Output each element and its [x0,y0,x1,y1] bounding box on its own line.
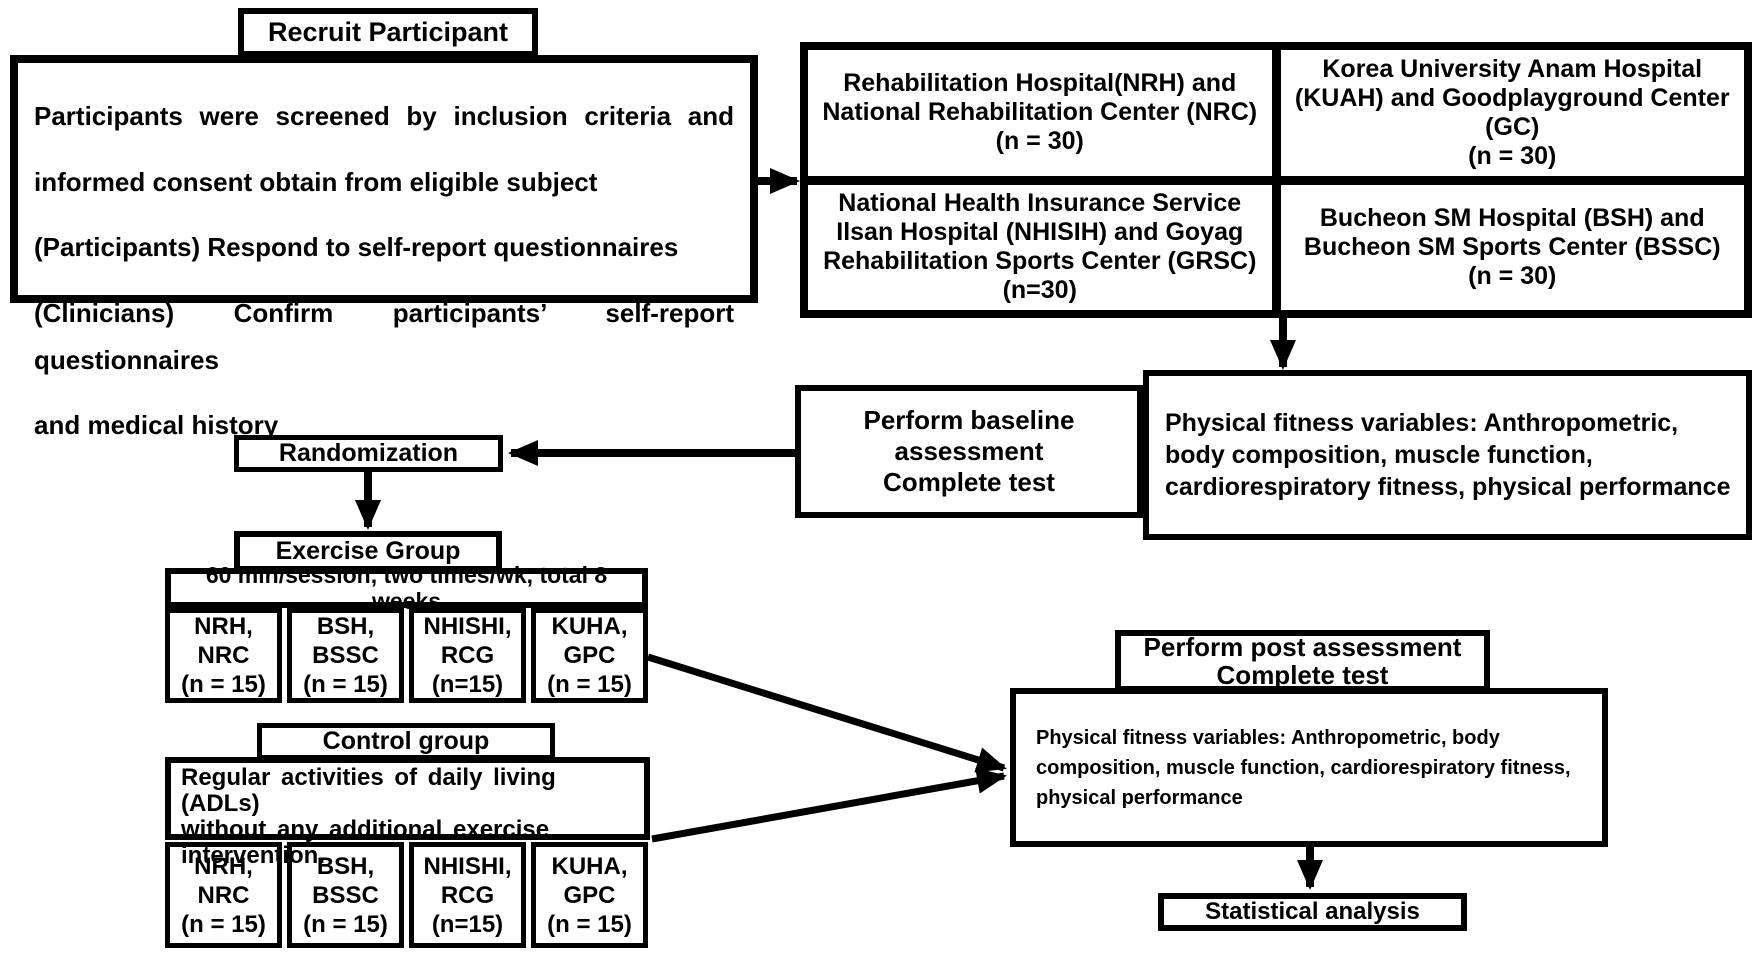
exercise-group-sites-row: NRH, NRC (n = 15) BSH, BSSC (n = 15) NHI… [165,608,648,703]
control-site-cell: BSH, BSSC (n = 15) [287,842,404,948]
screening-line: Participants were screened by inclusion … [34,101,734,132]
site-cell-nrh-nrc: Rehabilitation Hospital(NRH) and Nationa… [808,50,1272,176]
baseline-fitness-variables-box: Physical fitness variables: Anthropometr… [1143,370,1752,540]
control-description-box: Regular activities of daily living (ADLs… [165,757,650,869]
recruitment-sites-grid: Rehabilitation Hospital(NRH) and Nationa… [800,42,1752,318]
control-site-cell: NRH, NRC (n = 15) [165,842,282,948]
screening-line: (Clinicians) Confirm participants’ self-… [34,297,734,375]
post-fitness-variables-box: Physical fitness variables: Anthropometr… [1010,688,1608,847]
exercise-dose-box: 60 min/session, two times/wk, total 8 we… [165,562,648,614]
arrow-exercise-to-post [646,653,1007,773]
randomization-box: Randomization [234,435,503,472]
arrow-control-to-post [651,767,1007,843]
screening-box: Participants were screened by inclusion … [10,55,758,440]
site-cell-nhisih-grsc: National Health Insurance Service Ilsan … [808,184,1272,310]
recruit-participant-title-box: Recruit Participant [238,8,538,57]
exercise-group-title-box: Exercise Group [234,531,502,572]
exercise-site-cell: BSH, BSSC (n = 15) [287,608,404,703]
post-assessment-title-box: Perform post assessment Complete test [1115,630,1490,692]
exercise-site-cell: KUHA, GPC (n = 15) [531,608,648,703]
site-cell-kuah-gc: Korea University Anam Hospital (KUAH) an… [1280,50,1744,176]
statistical-analysis-box: Statistical analysis [1158,893,1467,931]
exercise-site-cell: NRH, NRC (n = 15) [165,608,282,703]
control-group-title-box: Control group [257,723,555,760]
baseline-assessment-box: Perform baseline assessment Complete tes… [795,385,1143,518]
screening-line: (Participants) Respond to self-report qu… [34,232,679,263]
exercise-site-cell: NHISHI, RCG (n=15) [409,608,526,703]
control-site-cell: NHISHI, RCG (n=15) [409,842,526,948]
screening-line: informed consent obtain from eligible su… [34,166,598,197]
site-cell-bsh-bssc: Bucheon SM Hospital (BSH) and Bucheon SM… [1280,184,1744,310]
control-site-cell: KUHA, GPC (n = 15) [531,842,648,948]
control-group-sites-row: NRH, NRC (n = 15) BSH, BSSC (n = 15) NHI… [165,842,648,948]
screening-line: and medical history [34,409,279,440]
